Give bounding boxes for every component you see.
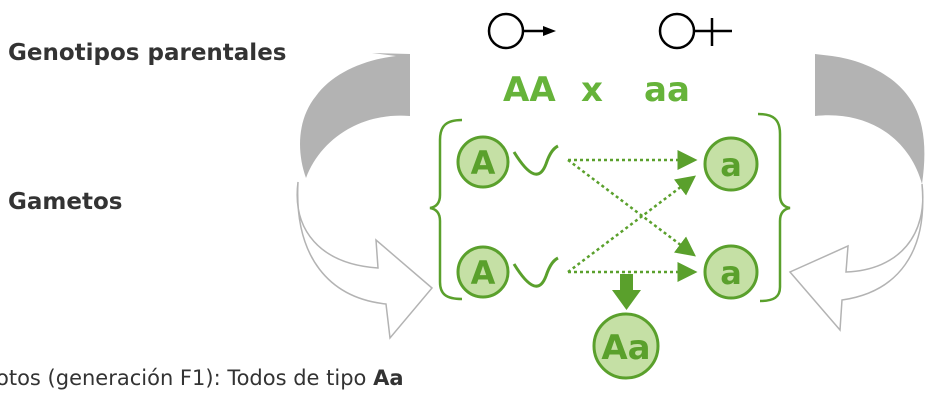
male-gamete-2-allele: A [471, 254, 496, 292]
left-outline-arrow [296, 181, 434, 340]
female-gamete-1: a [703, 136, 759, 192]
right-gray-arrow [815, 54, 925, 184]
female-gamete-1-allele: a [720, 146, 742, 184]
male-gamete-1: A [456, 135, 559, 189]
female-gamete-2-allele: a [720, 254, 742, 292]
down-arrow-icon [612, 274, 641, 310]
parental-genotypes-label: Genotipos parentales [8, 40, 287, 66]
left-gray-arrow [300, 53, 410, 178]
female-symbol-icon [658, 12, 732, 50]
male-symbol-icon [487, 12, 556, 50]
zygotes-caption-text: otos (generación F1): Todos de tipo [0, 366, 374, 390]
offspring-zygote: Aa [592, 312, 660, 380]
zygotes-caption-genotype: Aa [373, 366, 404, 390]
male-genotype: AA [503, 70, 556, 110]
male-gamete-1-allele: A [471, 144, 496, 182]
gametes-label: Gametos [8, 189, 123, 215]
right-brace [757, 112, 791, 303]
male-gamete-2: A [456, 245, 559, 299]
offspring-genotype: Aa [601, 328, 650, 368]
right-outline-arrow [788, 183, 924, 332]
female-genotype: aa [644, 70, 690, 110]
zygotes-caption: otos (generación F1): Todos de tipo Aa [0, 366, 404, 390]
left-brace [429, 118, 463, 301]
female-gamete-2: a [703, 244, 759, 300]
gamete-cross-arrows [567, 150, 698, 282]
cross-sign: x [581, 70, 603, 110]
